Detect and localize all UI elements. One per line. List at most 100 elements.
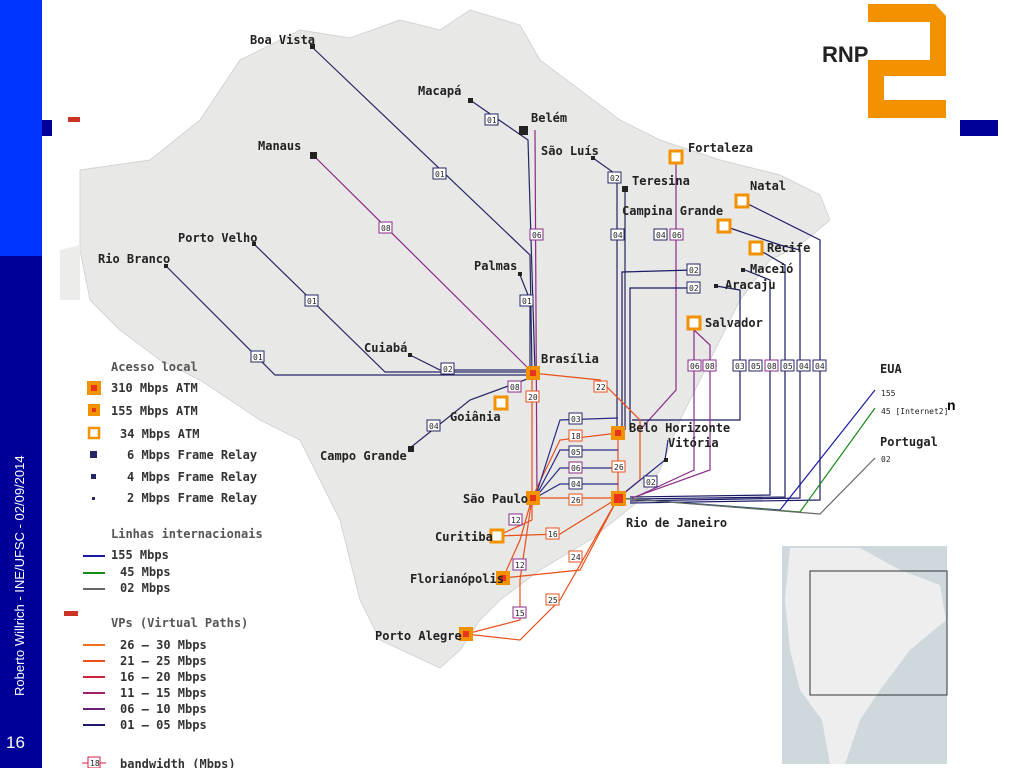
label-campo-grande: Campo Grande	[320, 449, 407, 463]
international-labels: EUA 155 45 [Internet2] n Portugal 02	[880, 362, 956, 464]
label-portugal: Portugal	[880, 435, 938, 449]
label-macapa: Macapá	[418, 84, 461, 98]
salvador-links	[631, 323, 711, 499]
svg-text:22: 22	[596, 383, 606, 392]
linkbox-bh4: 06	[568, 461, 583, 474]
linkbox-bsb-rj: 22	[593, 380, 608, 393]
label-goiania: Goiânia	[450, 410, 501, 424]
svg-text:08: 08	[381, 224, 391, 233]
legend-swatch-4fr	[91, 474, 96, 479]
node-rio-branco	[164, 264, 168, 268]
label-salvador: Salvador	[705, 316, 763, 330]
label-campina-grande: Campina Grande	[622, 204, 723, 218]
northeast-links	[621, 200, 821, 504]
svg-text:02: 02	[610, 174, 620, 183]
legend-access-4: 4 Mbps Frame Relay	[127, 470, 257, 484]
linkbox-bsb-sp: 20	[525, 390, 540, 403]
linkbox-ne5: 08	[764, 359, 779, 372]
svg-text:03: 03	[571, 415, 581, 424]
linkbox-ne6: 05	[780, 359, 795, 372]
brazil-landmass	[79, 9, 831, 669]
svg-text:15: 15	[515, 609, 525, 618]
inset-continent	[785, 548, 946, 764]
rnp-logo-text: RNP	[822, 42, 868, 67]
linkbox-maceio: 02	[686, 263, 701, 276]
legend-access-5: 2 Mbps Frame Relay	[127, 491, 257, 505]
linkbox-vitoria: 02	[643, 475, 658, 488]
neighbor-land	[60, 245, 80, 300]
svg-text:04: 04	[799, 362, 809, 371]
linkbox-belem: 06	[529, 228, 544, 241]
label-belo-horizonte: Belo Horizonte	[629, 421, 730, 435]
international-links	[617, 389, 876, 515]
label-brasilia: Brasília	[541, 352, 599, 366]
linkbox-cuiaba: 02	[440, 362, 455, 375]
svg-text:08: 08	[705, 362, 715, 371]
svg-text:20: 20	[528, 393, 538, 402]
label-fortaleza: Fortaleza	[688, 141, 753, 155]
label-aracaju: Aracaju	[725, 278, 776, 292]
link-label-boxes: 01 01 08 02 06 04 04 06 02 02 01 01 01 0…	[250, 113, 827, 619]
legend-access-1: 155 Mbps ATM	[111, 404, 198, 418]
linkbox-poa-rj: 25	[545, 593, 560, 606]
linkbox-manaus: 08	[378, 221, 393, 234]
node-teresina	[622, 186, 628, 192]
linkbox-ne7: 04	[796, 359, 811, 372]
legend: Acesso local 310 Mbps ATM 155 Mbps ATM 3…	[82, 360, 263, 768]
legend-vp-5: 01 – 05 Mbps	[120, 718, 207, 732]
svg-text:05: 05	[783, 362, 793, 371]
svg-text:03: 03	[735, 362, 745, 371]
label-manaus: Manaus	[258, 139, 301, 153]
page-number: 16	[6, 733, 25, 752]
rnp-logo: RNP	[822, 4, 946, 118]
svg-text:04: 04	[656, 231, 666, 240]
svg-text:04: 04	[815, 362, 825, 371]
title-bar-left	[42, 120, 52, 136]
node-natal	[734, 193, 750, 209]
node-salvador	[686, 315, 702, 331]
legend-vp-1: 21 – 25 Mbps	[120, 654, 207, 668]
svg-text:18: 18	[90, 759, 100, 768]
legend-access-title: Acesso local	[111, 360, 198, 374]
label-porto-alegre: Porto Alegre	[375, 629, 462, 643]
svg-text:12: 12	[511, 516, 521, 525]
label-teresina: Teresina	[632, 174, 690, 188]
label-rio-branco: Rio Branco	[98, 252, 170, 266]
linkbox-ne4: 05	[748, 359, 763, 372]
legend-swatch-2fr	[92, 497, 95, 500]
linkbox-teresina: 04	[610, 228, 625, 241]
svg-text:01: 01	[522, 297, 532, 306]
linkbox-rj-bh: 26	[611, 460, 626, 473]
svg-text:02: 02	[689, 284, 699, 293]
label-stray-char: n	[947, 397, 956, 413]
label-sao-paulo: São Paulo	[463, 492, 528, 506]
label-eua-155: 155	[881, 389, 896, 398]
linkbox-rio-branco: 01	[250, 350, 265, 363]
city-nodes	[164, 44, 764, 641]
svg-text:04: 04	[571, 480, 581, 489]
rnp-logo-mark	[868, 4, 946, 118]
svg-text:04: 04	[613, 231, 623, 240]
svg-text:02: 02	[443, 365, 453, 374]
label-portugal-02: 02	[881, 455, 891, 464]
linkbox-floripa-sp: 12	[512, 558, 527, 571]
label-rio-de-janeiro: Rio de Janeiro	[626, 516, 727, 530]
legend-intl-1: 45 Mbps	[120, 565, 171, 579]
legend-vp-3: 11 – 15 Mbps	[120, 686, 207, 700]
linkbox-boa-vista: 01	[432, 167, 447, 180]
linkbox-curitiba-sp: 12	[508, 513, 523, 526]
node-campo-grande	[408, 446, 414, 452]
svg-text:01: 01	[487, 116, 497, 125]
legend-intl-2: 02 Mbps	[120, 581, 171, 595]
inset-focus-rect	[809, 570, 948, 696]
svg-text:01: 01	[253, 353, 263, 362]
label-natal: Natal	[750, 179, 786, 193]
svg-text:06: 06	[690, 362, 700, 371]
label-cuiaba: Cuiabá	[364, 341, 407, 355]
svg-text:12: 12	[515, 561, 525, 570]
label-palmas: Palmas	[474, 259, 517, 273]
legend-vp-4: 06 – 10 Mbps	[120, 702, 207, 716]
svg-text:24: 24	[571, 553, 581, 562]
linkbox-goiania: 08	[507, 380, 522, 393]
legend-swatch-6fr	[90, 451, 97, 458]
